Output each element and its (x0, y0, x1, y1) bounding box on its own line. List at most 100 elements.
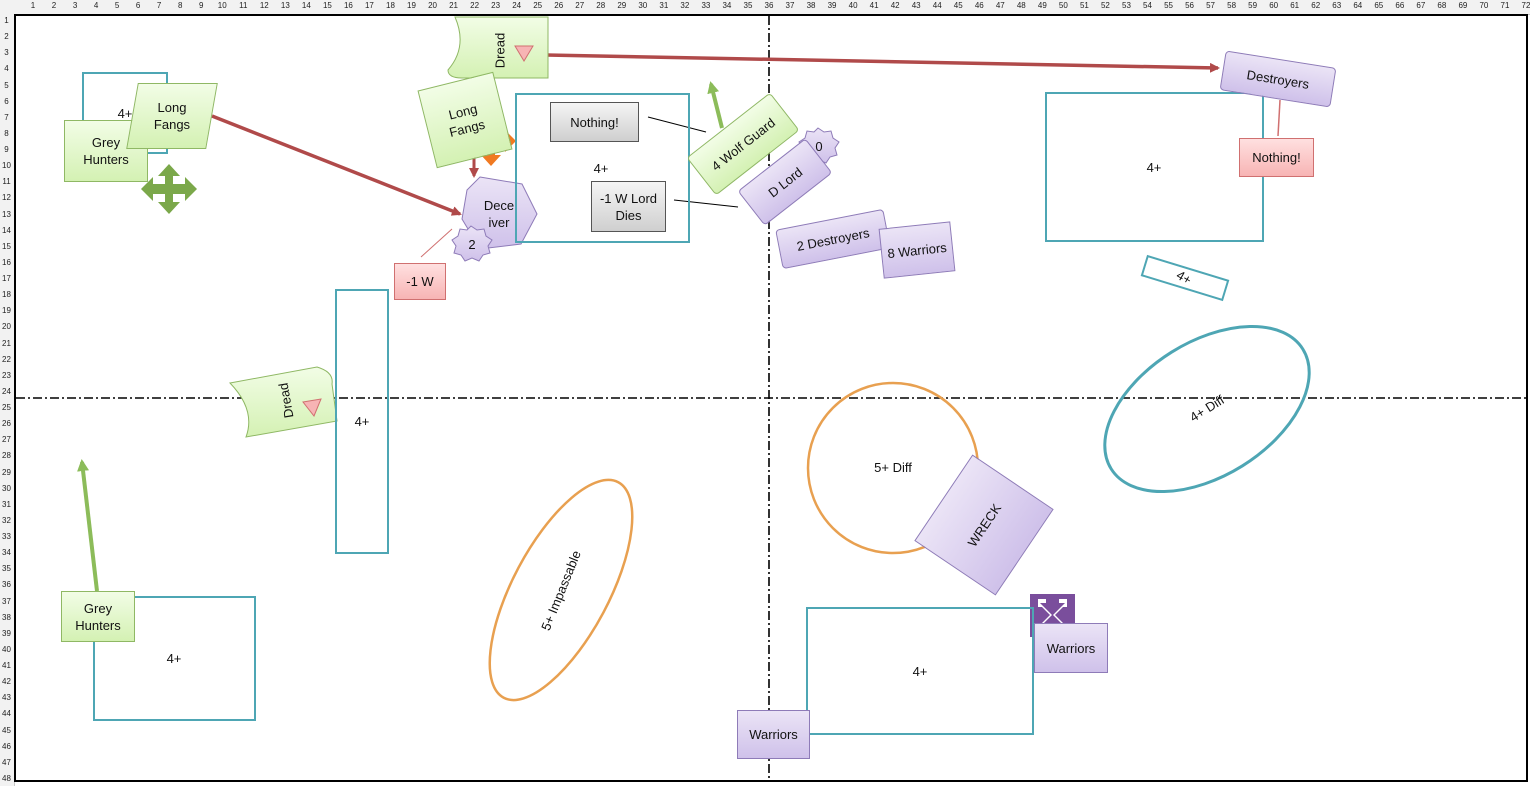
unit-deceiver-label: Dece iver (483, 198, 515, 230)
column-number: 21 (449, 1, 459, 10)
column-number: 72 (1521, 1, 1530, 10)
column-number: 51 (1079, 1, 1089, 10)
column-number: 2 (51, 1, 57, 10)
terrain-tl-small-label: 4+ (117, 106, 133, 121)
column-number: 34 (722, 1, 732, 10)
row-number: 46 (2, 741, 11, 751)
column-number: 57 (1206, 1, 1216, 10)
column-number: 35 (743, 1, 753, 10)
unit-nothing-center[interactable]: Nothing! (550, 102, 639, 142)
column-number: 40 (848, 1, 858, 10)
column-number: 22 (470, 1, 480, 10)
row-number: 44 (2, 709, 11, 719)
row-number: 36 (2, 580, 11, 590)
unit-nothing-right[interactable]: Nothing! (1239, 138, 1314, 177)
unit-long-fangs-center-label: Long Fangs (447, 100, 487, 140)
column-number: 28 (596, 1, 606, 10)
column-number: 41 (869, 1, 879, 10)
column-number: 62 (1311, 1, 1321, 10)
column-number: 19 (407, 1, 416, 10)
column-number: 63 (1332, 1, 1342, 10)
arrow-dread-to-destroyers (545, 53, 1220, 73)
unit-warriors-bottom[interactable]: Warriors (737, 710, 810, 759)
column-number: 46 (974, 1, 984, 10)
row-number: 41 (2, 661, 11, 671)
row-number: 22 (2, 354, 11, 364)
callout-nothing (647, 116, 707, 133)
column-number: 33 (701, 1, 711, 10)
unit-eight-warriors-label: 8 Warriors (886, 239, 948, 261)
dread-top-shape[interactable] (447, 16, 549, 79)
row-number: 35 (2, 564, 11, 574)
terrain-bottom-left (93, 596, 256, 721)
column-number: 71 (1500, 1, 1510, 10)
column-number: 56 (1185, 1, 1194, 10)
board-frame (14, 14, 1528, 782)
unit-warriors-right[interactable]: Warriors (1034, 623, 1108, 673)
row-number: 7 (4, 112, 9, 122)
unit-nothing-center-label: Nothing! (570, 114, 619, 130)
column-number: 32 (680, 1, 690, 10)
unit-warriors-bottom-label: Warriors (749, 727, 798, 742)
row-number: 14 (2, 225, 11, 235)
unit-grey-hunters-bottom[interactable]: Grey Hunters (61, 591, 135, 642)
row-number: 13 (2, 209, 11, 219)
column-number: 8 (177, 1, 183, 10)
unit-d-lord-badge-label: 0 (815, 139, 823, 154)
column-number: 42 (890, 1, 900, 10)
column-number: 18 (386, 1, 395, 10)
row-number: 31 (2, 499, 11, 509)
column-number: 38 (806, 1, 816, 10)
row-number: 9 (4, 145, 9, 155)
row-number: 45 (2, 725, 11, 735)
unit-long-fangs-left-label: Long Fangs (153, 100, 191, 132)
row-number: 30 (2, 483, 11, 493)
column-number: 30 (638, 1, 648, 10)
row-number: 4 (4, 64, 9, 74)
unit-minus-w-lord-label: -1 W Lord Dies (599, 190, 658, 223)
row-number: 43 (2, 693, 11, 703)
arrow-grey-hunters-advance (77, 459, 99, 592)
column-number: 9 (198, 1, 204, 10)
row-number: 42 (2, 677, 11, 687)
row-number: 20 (2, 322, 11, 332)
terrain-tall-left-label: 4+ (354, 414, 370, 429)
column-number: 37 (785, 1, 795, 10)
unit-minus-w-left[interactable]: -1 W (394, 263, 446, 300)
arrow-wolf-guard-advance (707, 81, 724, 129)
row-number: 19 (2, 306, 11, 316)
column-number: 5 (114, 1, 120, 10)
unit-long-fangs-left[interactable]: Long Fangs (126, 83, 218, 149)
column-number: 58 (1227, 1, 1237, 10)
terrain-center-top (515, 93, 690, 243)
unit-nothing-right-label: Nothing! (1252, 150, 1301, 165)
unit-minus-w-lord[interactable]: -1 W Lord Dies (591, 181, 666, 232)
column-number: 1 (30, 1, 36, 10)
column-number: 69 (1458, 1, 1468, 10)
column-number: 12 (259, 1, 269, 10)
column-number: 20 (428, 1, 437, 10)
column-number: 15 (322, 1, 332, 10)
row-number: 33 (2, 532, 11, 542)
terrain-bottom-center (806, 607, 1034, 735)
row-number: 37 (2, 596, 11, 606)
column-number: 36 (764, 1, 774, 10)
column-number: 29 (617, 1, 627, 10)
column-number: 48 (1016, 1, 1026, 10)
column-number: 27 (575, 1, 585, 10)
unit-destroyers-label: Destroyers (1245, 66, 1311, 92)
unit-two-destroyers-label: 2 Destroyers (795, 224, 871, 254)
unit-eight-warriors[interactable]: 8 Warriors (878, 221, 956, 279)
callout-nothing-right (1277, 99, 1281, 137)
dread-left-shape[interactable] (228, 366, 338, 438)
row-number: 38 (2, 612, 11, 622)
unit-grey-hunters-top-label: Grey Hunters (83, 135, 129, 167)
terrain-tall-left (335, 289, 389, 554)
row-number: 11 (2, 177, 11, 187)
terrain-circle-diff-label: 5+ Diff (874, 460, 912, 475)
column-number: 60 (1269, 1, 1279, 10)
column-number: 10 (217, 1, 227, 10)
column-number: 44 (932, 1, 942, 10)
unit-grey-hunters-bottom-label: Grey Hunters (75, 600, 121, 633)
column-number: 47 (995, 1, 1005, 10)
